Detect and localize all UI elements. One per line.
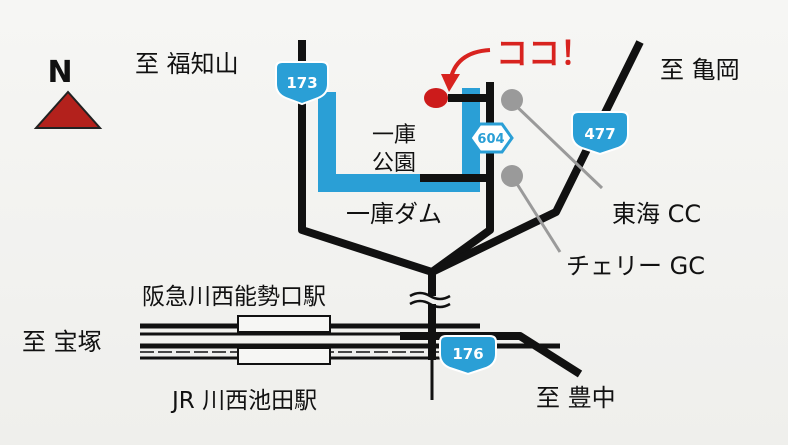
road-route-477 <box>430 40 644 276</box>
curved-arrow-head <box>441 74 460 92</box>
park-label-line1: 一庫 <box>372 123 416 148</box>
route-sign-176: 176 <box>439 335 497 376</box>
route-sign-604: 604 <box>468 122 514 154</box>
jr-station-label: JR 川西池田駅 <box>170 388 317 414</box>
tokai-cc-dot <box>501 89 523 111</box>
route-sign-173: 173 <box>275 61 329 106</box>
hankyu-station-label: 阪急川西能勢口駅 <box>142 284 326 310</box>
dest-kameoka: 至 亀岡 <box>660 56 740 84</box>
jr-station-platform <box>237 347 331 365</box>
svg-text:477: 477 <box>584 125 615 143</box>
compass-north-label: N <box>47 55 72 90</box>
cherry-gc-label: チェリー GC <box>566 252 705 280</box>
dam-label: 一庫ダム <box>346 200 442 228</box>
cherry-gc-leader <box>510 175 562 253</box>
svg-text:604: 604 <box>477 132 504 147</box>
park-label-line2: 公園 <box>372 151 416 176</box>
tokai-cc-label: 東海 CC <box>612 200 701 228</box>
north-arrow-icon <box>33 90 103 129</box>
hankyu-station-platform <box>237 315 331 333</box>
tokai-cc-leader <box>510 100 604 190</box>
svg-text:176: 176 <box>452 345 483 363</box>
cherry-gc-dot <box>501 165 523 187</box>
route-sign-477: 477 <box>571 111 629 156</box>
road-break-mark <box>409 291 451 309</box>
dest-takarazuka: 至 宝塚 <box>22 328 102 356</box>
dest-toyonaka: 至 豊中 <box>536 384 616 412</box>
location-marker-icon <box>424 88 448 108</box>
dest-fukuchiyama: 至 福知山 <box>135 50 239 78</box>
road-route-176 <box>400 332 583 378</box>
here-callout: ココ！ <box>496 34 592 72</box>
svg-text:173: 173 <box>286 74 317 92</box>
